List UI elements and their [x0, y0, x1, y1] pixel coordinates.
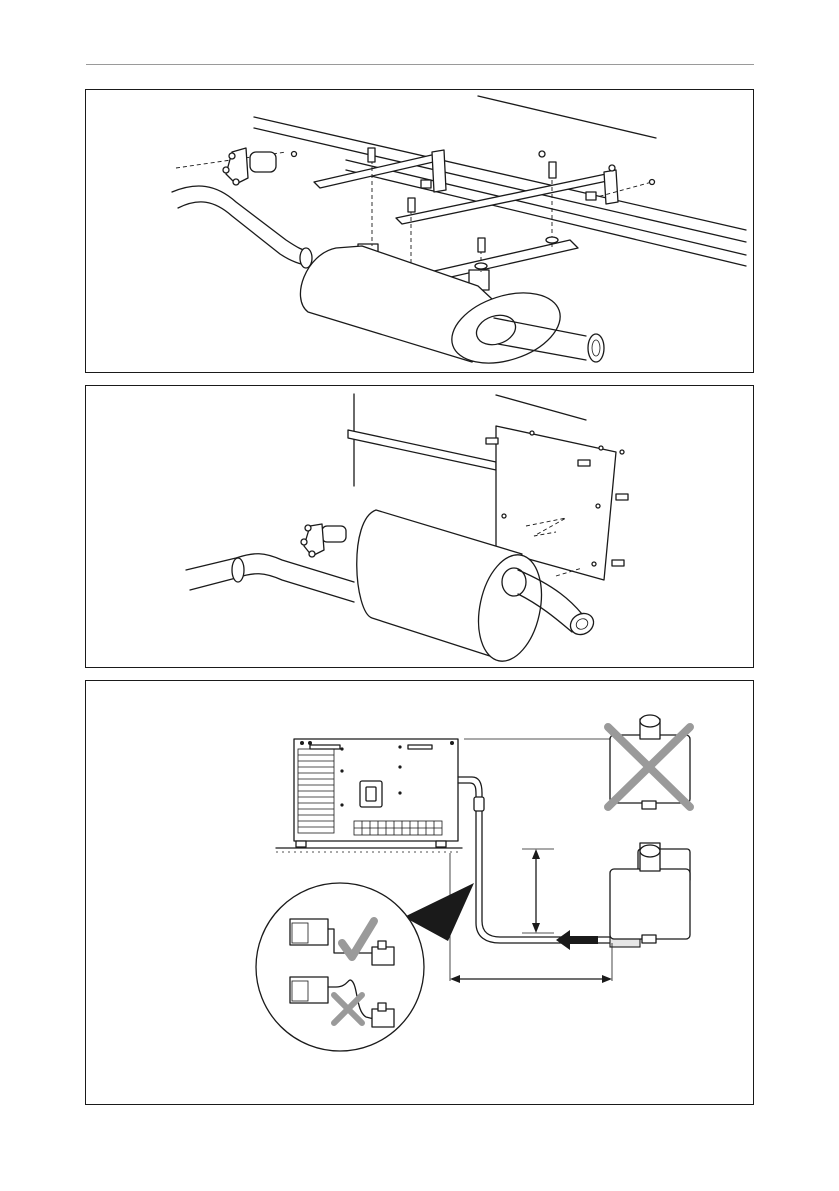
dimension-lines: [450, 739, 612, 983]
figure-exhaust-routing: [85, 680, 754, 1105]
mounting-bracket-middle: [396, 170, 618, 224]
figure-3-illustration: [86, 681, 754, 1105]
rubber-hanger: [223, 148, 276, 185]
exhaust-pipe-inlet: [186, 554, 354, 602]
muffler-correct: [610, 843, 690, 943]
arrow-left-icon: [556, 930, 598, 950]
ground-line: [276, 848, 462, 852]
handle: [360, 781, 382, 807]
figure-underbody-bracket-mounting: [85, 89, 754, 373]
header-rule: [86, 64, 754, 65]
generator-unit: [294, 739, 458, 847]
figure-2-illustration: [86, 386, 754, 668]
rubber-hanger: [301, 524, 346, 557]
detail-callout: [256, 883, 474, 1051]
figure-muffler-plate-mounting: [85, 385, 754, 668]
muffler: [300, 246, 604, 373]
figure-1-illustration: [86, 90, 754, 373]
exhaust-pipe-inlet: [172, 186, 312, 268]
